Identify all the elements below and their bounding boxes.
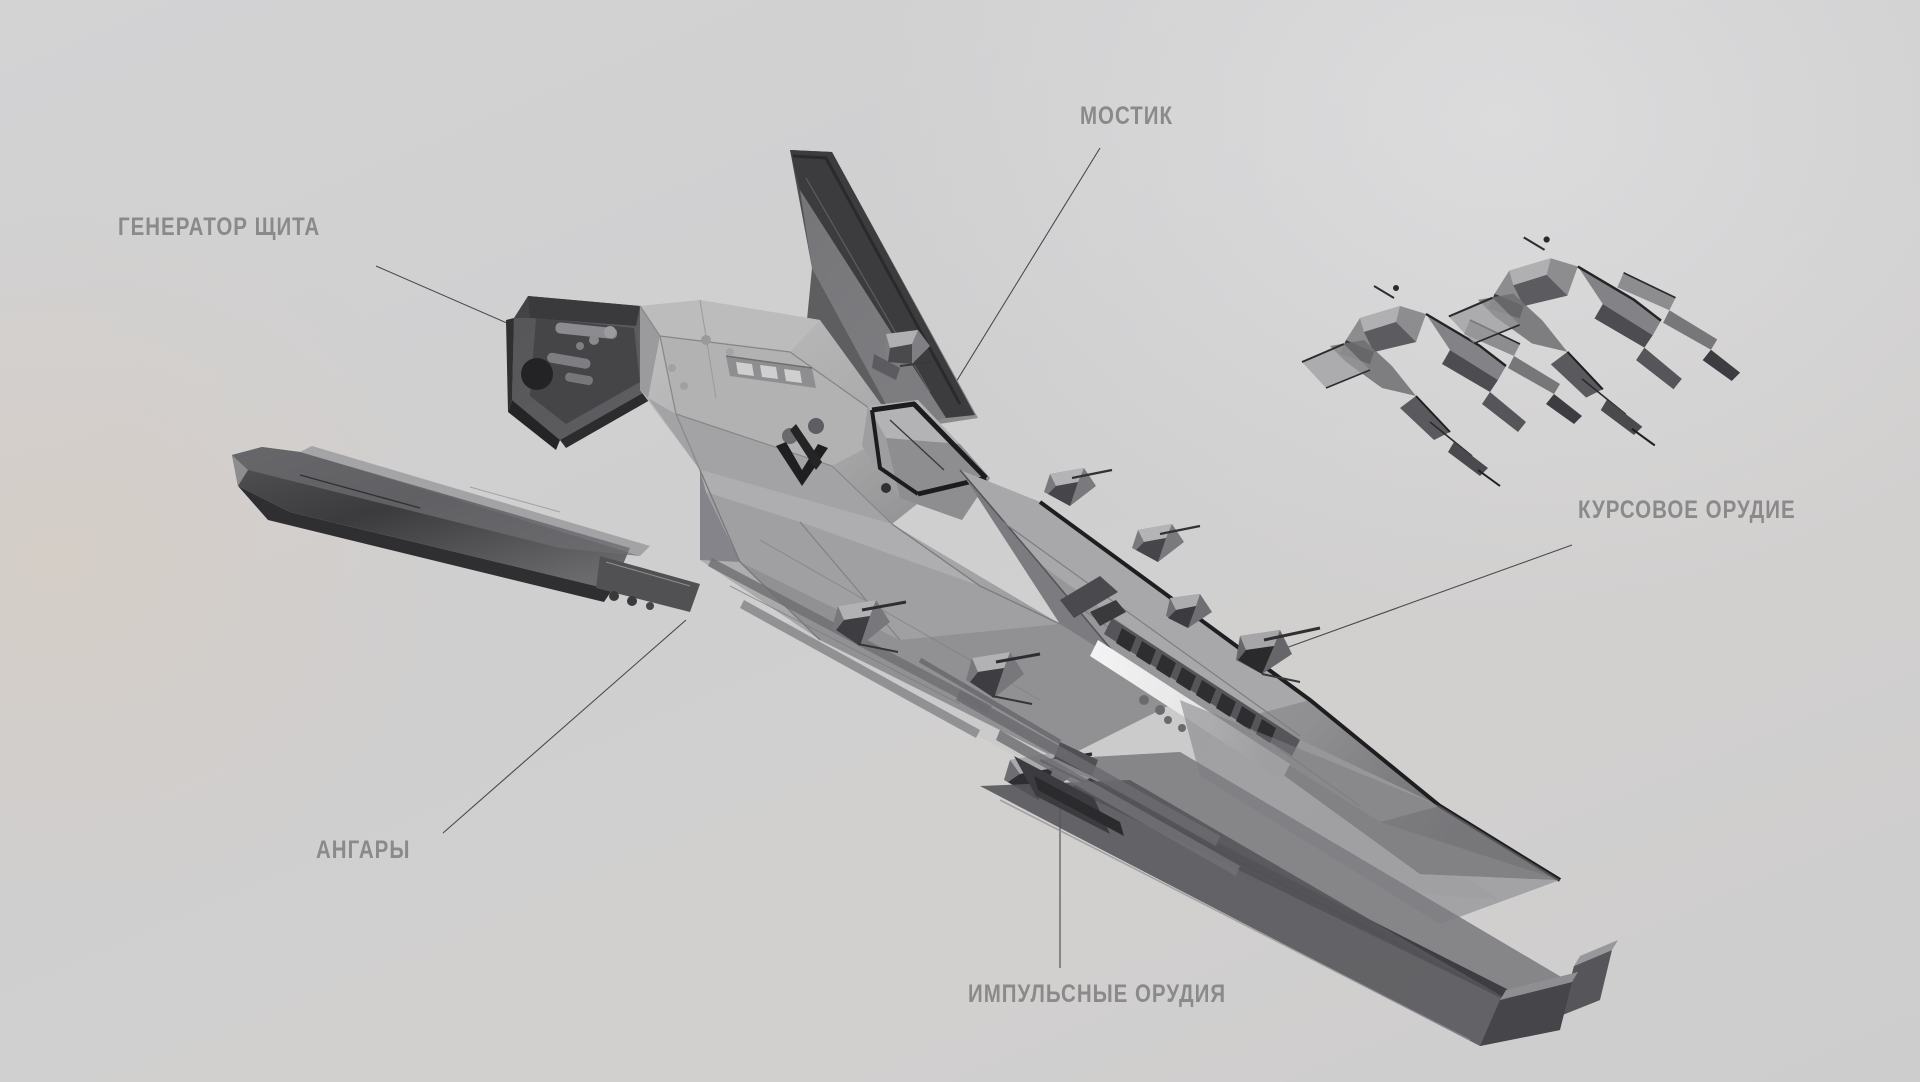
callout-label-pulse-guns: ИМПУЛЬСНЫЕ ОРУДИЯ xyxy=(968,980,1227,1008)
turret-1 xyxy=(1044,468,1113,506)
leader-line-hangars xyxy=(442,619,687,834)
bridge-superstructure xyxy=(862,400,990,520)
callout-label-shield-generator: ГЕНЕРАТОР ЩИТА xyxy=(118,213,321,241)
pulse-gun-1 xyxy=(832,600,907,653)
leader-line-bridge xyxy=(939,147,1101,409)
escort-fighter-2 xyxy=(1448,236,1741,447)
callout-label-bridge: МОСТИК xyxy=(1080,102,1173,130)
main-forward-gun xyxy=(1236,626,1321,683)
hull-chevron-marking xyxy=(776,424,828,486)
leader-line-main-gun xyxy=(1257,544,1573,659)
pulse-gun-2 xyxy=(966,652,1041,705)
starboard-outrigger xyxy=(1180,700,1560,924)
dorsal-turret-array xyxy=(1044,468,1212,628)
callout-label-hangars: АНГАРЫ xyxy=(316,836,411,864)
turret-3 xyxy=(1166,594,1212,628)
escort-fighter-1 xyxy=(1301,285,1582,487)
turret-fin-root xyxy=(872,330,933,380)
main-hull-mid xyxy=(699,469,1180,760)
callout-label-main-gun: КУРСОВОЕ ОРУДИЕ xyxy=(1578,496,1796,524)
lower-hull-greebles xyxy=(918,657,1240,876)
shield-generator-module xyxy=(506,296,650,450)
port-wing xyxy=(232,446,700,612)
turret-2 xyxy=(1132,524,1201,562)
capital-ship xyxy=(232,150,1618,1046)
